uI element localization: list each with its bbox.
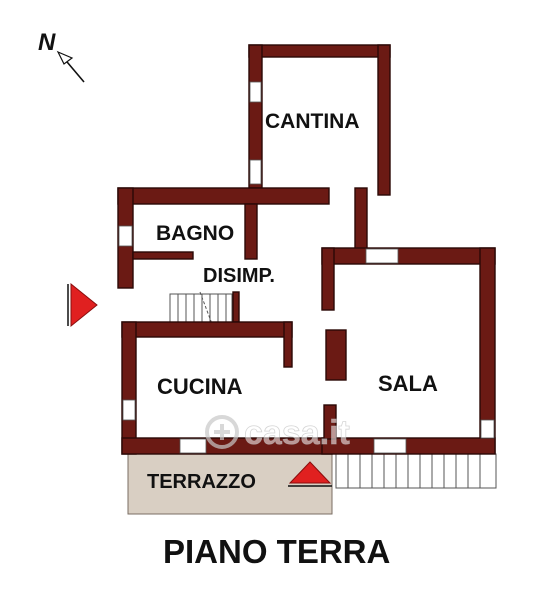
wall-sala-left-stub <box>323 404 337 440</box>
watermark-text: casa.it <box>244 414 350 452</box>
window-bagno <box>118 225 133 247</box>
wall-cucina-right <box>283 321 293 368</box>
openings <box>118 81 495 454</box>
window-sala-top <box>365 248 399 264</box>
room-label-sala: SALA <box>378 371 438 396</box>
internal-stairs <box>169 291 233 325</box>
wall-sala-top <box>321 247 496 265</box>
floor-title: PIANO TERRA <box>163 533 390 570</box>
window-cucina-left <box>122 399 136 421</box>
casa-it-logo-icon <box>205 415 239 449</box>
wall-cantina-top <box>248 44 391 58</box>
wall-bagno-top <box>117 187 330 205</box>
external-stairs <box>335 453 497 489</box>
wall-bagno-right <box>244 203 258 260</box>
north-arrow-icon <box>56 50 85 83</box>
wall-bagno-bottom <box>132 251 194 260</box>
north-indicator: N <box>38 29 85 83</box>
terrace-arrow-icon <box>288 461 332 487</box>
wall-sala-bottom <box>321 437 496 455</box>
window-sala-bottom <box>373 438 407 454</box>
walls <box>117 44 496 455</box>
room-label-cantina: CANTINA <box>265 110 360 133</box>
window-cucina-bottom <box>179 438 207 454</box>
window-cantina-left <box>249 81 262 103</box>
room-label-terrazzo: TERRAZZO <box>147 471 256 493</box>
window-cantina <box>249 159 262 185</box>
watermark: casa.it <box>205 414 350 452</box>
room-label-bagno: BAGNO <box>156 222 234 245</box>
wall-cantina-right <box>377 44 391 196</box>
wall-disimp-partition <box>232 291 240 323</box>
wall-cucina-left <box>121 321 137 455</box>
north-label: N <box>38 29 56 56</box>
door-sala-right <box>480 419 495 439</box>
room-label-cucina: CUCINA <box>157 374 243 399</box>
wall-cucina-top <box>121 321 293 338</box>
wall-sala-left-lower <box>325 329 347 381</box>
wall-sala-left <box>321 247 335 311</box>
entrance-arrow-icon <box>67 282 98 328</box>
room-label-disimpegno: DISIMP. <box>203 265 275 287</box>
